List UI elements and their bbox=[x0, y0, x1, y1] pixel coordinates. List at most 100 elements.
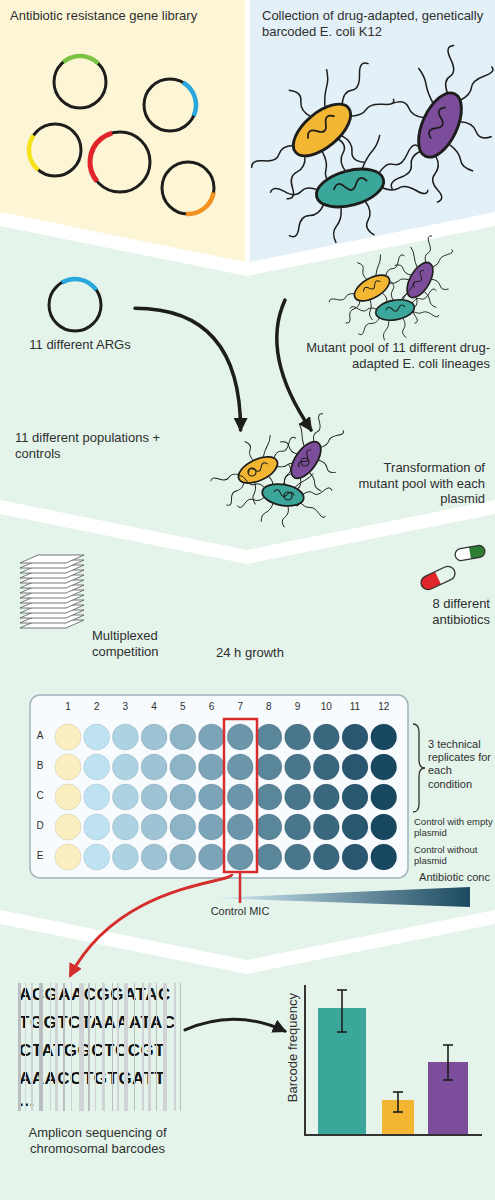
plate-well bbox=[313, 724, 339, 750]
column-number: 5 bbox=[173, 701, 193, 713]
section-band bbox=[0, 924, 495, 1200]
transformed-cells bbox=[202, 403, 360, 534]
transformed-cells bbox=[202, 421, 315, 518]
plate-well bbox=[371, 844, 397, 870]
plate-well bbox=[141, 814, 167, 840]
step-label: Multiplexed competition bbox=[92, 628, 187, 659]
row-letter: B bbox=[33, 760, 47, 772]
plate-well bbox=[227, 724, 253, 750]
single-plasmid bbox=[39, 269, 110, 340]
highlight-column bbox=[224, 719, 257, 872]
bar-chart bbox=[382, 1100, 414, 1135]
caption: Amplicon sequencing of chromosomal barco… bbox=[15, 1125, 180, 1156]
plate-well bbox=[285, 784, 311, 810]
plate-stack bbox=[20, 585, 84, 593]
row-letter: A bbox=[33, 730, 47, 742]
concentration-wedge bbox=[215, 887, 470, 907]
flow-arrow bbox=[135, 308, 241, 430]
plate-well bbox=[256, 844, 282, 870]
antibiotic-pill bbox=[419, 564, 458, 592]
single-plasmid bbox=[49, 279, 101, 331]
plate-well bbox=[199, 754, 225, 780]
plate-stack bbox=[20, 560, 84, 568]
column-number: 3 bbox=[115, 701, 135, 713]
bar-chart bbox=[428, 1062, 468, 1135]
plate-well bbox=[55, 754, 81, 780]
plate-well bbox=[112, 724, 138, 750]
plate-well bbox=[342, 814, 368, 840]
panel-shape bbox=[250, 0, 495, 262]
plate-well bbox=[199, 814, 225, 840]
plate-well bbox=[313, 844, 339, 870]
mutant-pool: Mutant pool of 11 different drug-adapted… bbox=[285, 270, 490, 395]
plate-stack bbox=[20, 595, 84, 603]
plate-well bbox=[112, 844, 138, 870]
plate-well bbox=[285, 844, 311, 870]
bar-chart bbox=[393, 1091, 403, 1093]
bar-chart bbox=[305, 985, 482, 1135]
plate-stack bbox=[20, 580, 84, 588]
collection-panel: Collection of drug-adapted, genetically … bbox=[250, 0, 495, 262]
bar-chart bbox=[393, 1111, 403, 1113]
column-number: 11 bbox=[345, 701, 365, 713]
single-plasmid bbox=[39, 269, 110, 340]
bar-chart bbox=[337, 990, 453, 1112]
plate-well bbox=[256, 814, 282, 840]
plate-well bbox=[256, 754, 282, 780]
sequencing-block: ACGAACGGATACTGGTCTAAAATACCTATGGCTCCGTAAA… bbox=[15, 985, 185, 1180]
plate-stack bbox=[20, 575, 84, 583]
barcode-stripe bbox=[180, 983, 181, 1111]
plate-well bbox=[313, 754, 339, 780]
antibiotic-pill bbox=[454, 544, 486, 561]
plate-well bbox=[84, 784, 110, 810]
panel-shape bbox=[0, 0, 245, 262]
plate-well bbox=[141, 844, 167, 870]
flow-arrow bbox=[185, 1019, 285, 1031]
plate-stack bbox=[20, 615, 84, 623]
bar-chart bbox=[318, 1008, 366, 1135]
step-label: 8 different antibiotics bbox=[385, 596, 490, 627]
plate-well bbox=[371, 814, 397, 840]
plate-well bbox=[313, 784, 339, 810]
plate-well bbox=[313, 814, 339, 840]
plate-well bbox=[55, 844, 81, 870]
annotation: 3 technical replicates for each conditio… bbox=[428, 738, 494, 791]
transformed-population: 11 different populations + controlsTrans… bbox=[15, 430, 485, 515]
plate-well bbox=[285, 754, 311, 780]
antibiotic-pill bbox=[419, 564, 458, 592]
plate-well bbox=[84, 754, 110, 780]
antibiotic-pill bbox=[419, 572, 441, 592]
plate-stack bbox=[20, 555, 84, 628]
plate-well bbox=[112, 754, 138, 780]
caption: 11 different ARGs bbox=[25, 337, 135, 353]
sampling-arrow bbox=[70, 874, 232, 976]
bar-chart bbox=[443, 1079, 453, 1081]
plate-well bbox=[342, 784, 368, 810]
plate-stack bbox=[20, 600, 84, 608]
caption: Mutant pool of 11 different drug-adapted… bbox=[285, 340, 490, 371]
bar-chart bbox=[397, 1092, 399, 1112]
plate-well bbox=[55, 724, 81, 750]
plate-stack bbox=[20, 610, 84, 618]
row-letter: D bbox=[33, 820, 47, 832]
panel-fill bbox=[0, 0, 245, 262]
plate-stack bbox=[20, 570, 84, 578]
barcode-stripe bbox=[174, 983, 176, 1111]
plate-well bbox=[170, 724, 196, 750]
barcode-chart: Barcode frequency bbox=[285, 975, 485, 1140]
step-label: 24 h growth bbox=[200, 645, 300, 661]
plate-stack bbox=[20, 605, 84, 613]
replicate-brace bbox=[413, 724, 425, 812]
plate-well bbox=[342, 724, 368, 750]
caption: 11 different populations + controls bbox=[15, 430, 165, 461]
column-number: 12 bbox=[374, 701, 394, 713]
plate-well bbox=[170, 844, 196, 870]
mutant-pool-cells bbox=[373, 227, 468, 333]
plate-stack bbox=[20, 565, 84, 573]
plate-stack bbox=[20, 555, 84, 563]
column-number: 8 bbox=[259, 701, 279, 713]
column-number: 4 bbox=[144, 701, 164, 713]
antibiotic-pill bbox=[454, 544, 486, 561]
mutant-pool-cells bbox=[319, 227, 467, 346]
